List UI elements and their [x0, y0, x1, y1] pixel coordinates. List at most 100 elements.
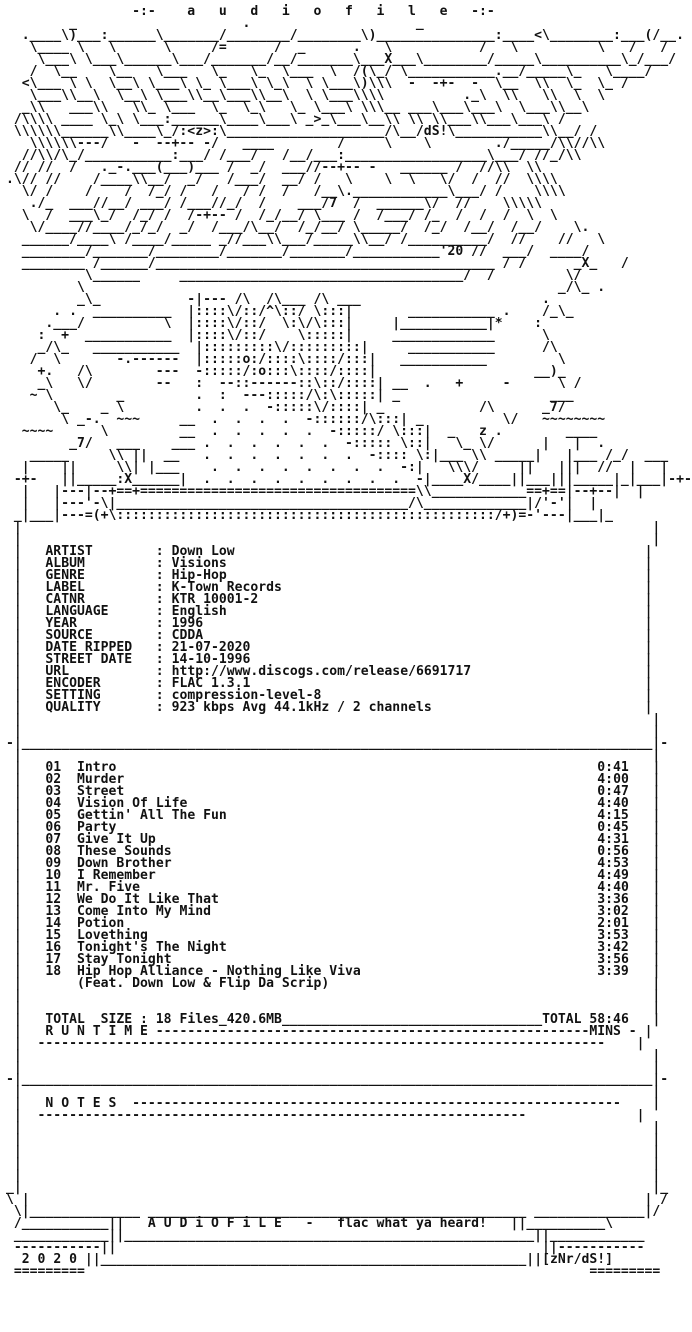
track-time: 4:40 — [597, 796, 629, 811]
info-label: URL — [45, 664, 156, 679]
track-title: These Sounds — [76, 844, 172, 859]
scene-art-line: : + ___________ |::::\/::/ \:::::| _____… — [6, 328, 550, 343]
info-value: Down Low — [171, 544, 235, 559]
frame-line: | | — [6, 988, 661, 1003]
frame-line: | | — [6, 520, 661, 535]
frame-line: | | — [6, 1168, 661, 1183]
info-value: Hip-Hop — [171, 568, 227, 583]
track-time: 0:45 — [597, 820, 629, 835]
footer-credit-row: 2 0 2 0 ||______________________________… — [21, 1252, 614, 1267]
scene-art-line: _____ \\ || __ . . . . . . . -:::: \:|__… — [6, 448, 669, 463]
scene-art-line: _/\_ ___________ |:::::::::\/:::::::::| … — [6, 340, 558, 355]
track-row: | 13 Come Into My Mind 3:02 | — [6, 904, 661, 919]
track-row: | 10 I Remember 4:49 | — [6, 868, 661, 883]
logo-art-line: _ . _ — [6, 16, 424, 31]
track-feature: (Feat. Down Low & Flip Da Scrip) — [76, 976, 330, 991]
frame-line: | | — [6, 1060, 661, 1075]
logo-art-line: -:- a u d i o f i l e -:- — [6, 4, 495, 19]
track-title: Potion — [76, 916, 125, 931]
track-row: | 18 Hip Hop Alliance - Nothing Like Viv… — [6, 964, 661, 979]
logo-art-line: \___\\__\ \__\ \___\\__\___\\__\ \ \___\… — [6, 88, 606, 103]
info-row: | LANGUAGE : English | — [6, 604, 653, 619]
logo-art-line: \____ \ \ \ /= / _ . \ / \ \ / / — [6, 40, 669, 55]
total-size-value: 18 Files_420.6MB — [155, 1012, 282, 1027]
nfo-page: -:- a u d i o f i l e -:- _ . _ .____\)_… — [6, 4, 692, 1279]
track-number: 13 — [45, 904, 62, 919]
track-time: 3:53 — [597, 928, 629, 943]
track-number: 17 — [45, 952, 62, 967]
footer-art-line: ____________||__________________________… — [6, 1228, 645, 1243]
frame-line: | | — [6, 1132, 661, 1147]
track-row: | 16 Tonight's The Night 3:42 | — [6, 940, 661, 955]
total-runtime-value: 58:46 — [589, 1012, 629, 1027]
scene-art-line: | |---|--+==+===========================… — [6, 484, 645, 499]
info-row: | YEAR : 1996 | — [6, 616, 653, 631]
track-time: 2:01 — [597, 916, 629, 931]
footer-art-line: \|______________ _______________________… — [6, 1204, 661, 1219]
info-label: ALBUM — [45, 556, 156, 571]
track-row: | 05 Gettin' All The Fun 4:15 | — [6, 808, 661, 823]
track-number: 08 — [45, 844, 62, 859]
track-time: 4:49 — [597, 868, 629, 883]
scene-art-line: _7/ ___ ___ . . . . . . -::::: \::| \_ \… — [6, 436, 606, 451]
track-number: 16 — [45, 940, 62, 955]
track-row: | 15 Lovething 3:53 | — [6, 928, 661, 943]
logo-art-line: ______/____\ /____/_____ _//___\\___/___… — [6, 232, 606, 247]
track-number: 06 — [45, 820, 62, 835]
track-row: | 08 These Sounds 0:56 | — [6, 844, 661, 859]
track-time: 4:40 — [597, 880, 629, 895]
frame-line: | | — [6, 1120, 661, 1135]
footer-brand: A U D i O F i L E — [147, 1216, 282, 1231]
track-row: | 11 Mr. Five 4:40 | — [6, 880, 661, 895]
footer-tagline: flac what ya heard! — [337, 1216, 487, 1231]
track-time: 3:56 — [597, 952, 629, 967]
info-label: SETTING — [45, 688, 156, 703]
track-time: 0:56 — [597, 844, 629, 859]
info-value: 1996 — [171, 616, 204, 631]
scene-art-line: | |---'-\|______________________________… — [6, 496, 598, 511]
info-value: English — [171, 604, 227, 619]
track-number: 05 — [45, 808, 62, 823]
track-title: Mr. Five — [76, 880, 141, 895]
info-value: 923 kbps Avg 44.1kHz / 2 channels — [171, 700, 432, 715]
logo-art-line: ________/_______/________/_______/______… — [6, 244, 590, 259]
track-row: | 07 Give It Up 4:31 | — [6, 832, 661, 847]
track-row: | 04 Vision Of Life 4:40 | — [6, 796, 661, 811]
frame-line: | | — [6, 1048, 661, 1063]
track-time: 4:15 — [597, 808, 629, 823]
footer-art-line: \ | | / — [6, 1192, 669, 1207]
scene-art-line: _\ \/ -- : --::------::\::/::::| __ . + … — [6, 376, 582, 391]
track-number: 14 — [45, 916, 62, 931]
info-value: http://www.discogs.com/release/6691717 — [171, 664, 472, 679]
track-time: 3:42 — [597, 940, 629, 955]
scene-art-line: . . __________ |::::\/::/^\::/ \:::| ___… — [6, 304, 574, 319]
logo-art-line: <\___ \ \ \__\ \___\ \_ \___\ \_\ \ \___… — [6, 76, 629, 91]
track-number: 12 — [45, 892, 62, 907]
notes-heading: N O T E S — [45, 1096, 117, 1111]
track-time: 0:47 — [597, 784, 629, 799]
scene-art-line: .___/ \ |::::\/::/ \:\/\:::| |__________… — [6, 316, 543, 331]
info-label: CATNR — [45, 592, 156, 607]
track-title: Lovething — [76, 928, 148, 943]
track-title: Party — [76, 820, 117, 835]
logo-art-line: /\\\\ ____ \_\ \___:______\____\___\ _>_… — [6, 112, 566, 127]
scene-art-line: / \ -.------ |:::::o:/::::\::::/:::| ___… — [6, 352, 566, 367]
logo-art-line: _\\ ___\\ \\_ \___ \_ \_\ \_ \___\ \\\__… — [6, 100, 590, 115]
frame-line: | | — [6, 532, 661, 547]
track-row: | 01 Intro 0:41 | — [6, 760, 661, 775]
track-number: 10 — [45, 868, 62, 883]
section-divider: -|______________________________________… — [6, 1072, 669, 1087]
scene-art-line: -+- ||_____:X______| . . . . . . . . . -… — [6, 472, 692, 487]
info-row: | DATE RIPPED : 21-07-2020 | — [6, 640, 653, 655]
track-title: Hip Hop Alliance - Nothing Like Viva — [76, 964, 361, 979]
footer-credit: [zNr/dS!] — [542, 1252, 614, 1267]
mins-label: MINS — [589, 1024, 621, 1039]
scene-art-line: \ _-. ~~~ __ . . . . -::::::/\:::| _ \/ … — [6, 412, 606, 427]
footer-art-line: _| |_ — [6, 1180, 669, 1195]
info-value: KTR 10001-2 — [171, 592, 259, 607]
info-value: FLAC 1.3.1 — [171, 676, 251, 691]
frame-line: | | — [6, 712, 661, 727]
scene-art-line: ~~~~ \ __ . . . . . -:::::/ \:::| _ z . … — [6, 424, 598, 439]
info-value: 14-10-1996 — [171, 652, 251, 667]
info-label: DATE RIPPED — [45, 640, 156, 655]
